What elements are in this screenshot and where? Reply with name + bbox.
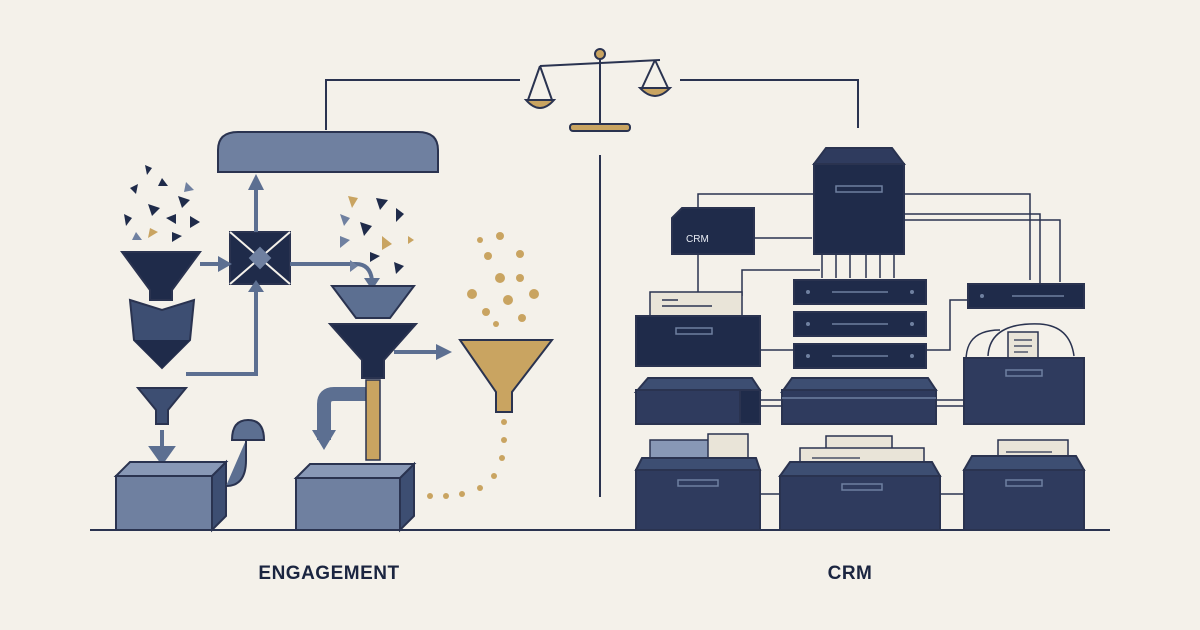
crm-drawer-upper-left [635,291,761,367]
engagement-box-middle-top [293,463,417,479]
funnel-left-bottom [135,387,189,425]
gold-pipe [365,379,381,461]
crm-server-rack [793,279,927,369]
crm-cabinet-center-middle [780,377,938,425]
crm-caption: CRM [827,563,873,584]
crm-drawer-bottom-left [634,433,762,531]
curved-arrow-down [312,387,368,450]
gold-particles-trail [427,419,507,499]
funnel-left-top [120,251,202,301]
gold-particles-top [467,232,539,327]
funnel-middle-top [330,285,416,319]
arrowheads-engagement-flow [218,174,380,292]
sensor-lamp-icon [225,418,266,487]
crm-cabinet-left-middle [633,377,762,425]
balance-scale-icon [523,48,673,132]
crm-drawer-bottom-right [962,439,1086,531]
engagement-box-left [115,475,213,531]
crm-cabinet-right-middle [963,331,1085,425]
engagement-box-left-top [113,461,229,477]
crm-drawer-bottom-center [778,435,942,531]
crm-main-server [812,147,906,255]
engagement-dome [217,131,439,173]
crm-server-right-thin [967,283,1085,309]
arrowhead-to-gold-funnel [436,344,452,360]
arrow-down-left [148,430,176,466]
confetti-left [124,165,200,242]
crm-connector-lines [697,193,1075,495]
funnel-middle-bottom [327,323,419,379]
engagement-box-middle [295,477,401,531]
funnel-left-middle [128,298,196,370]
confetti-middle [340,196,414,274]
router-cross-box [229,231,291,285]
crm-label-box: CRM [671,207,755,255]
crm-box-label: CRM [686,234,709,245]
scale-connector-line [325,79,859,130]
engagement-caption: ENGAGEMENT [258,563,400,584]
gold-funnel [458,339,555,413]
